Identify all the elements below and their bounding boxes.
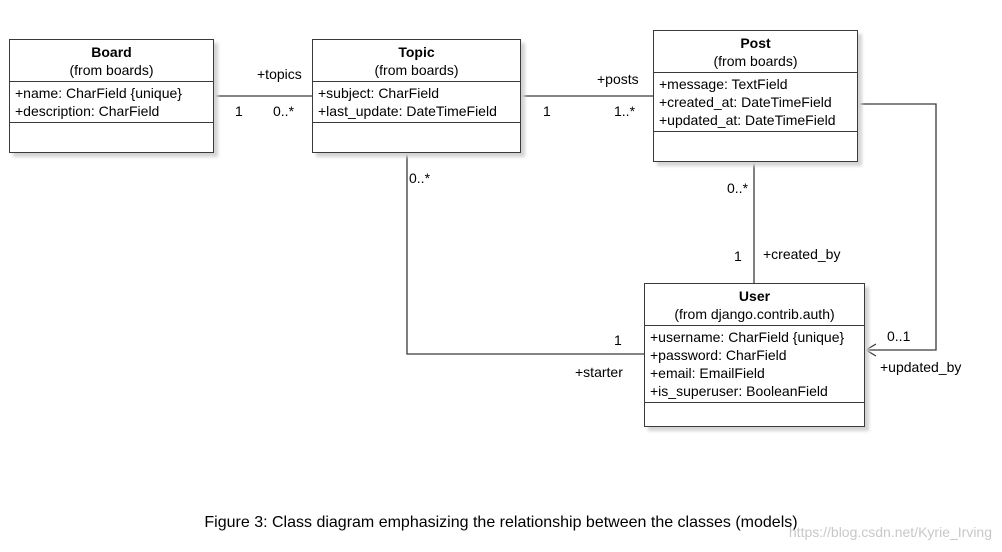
class-user-header: User (from django.contrib.auth) [645, 284, 864, 326]
attribute: +subject: CharField [318, 85, 440, 101]
watermark: https://blog.csdn.net/Kyrie_Irving [788, 524, 992, 540]
class-board-package: (from boards) [69, 62, 154, 78]
figure-caption: Figure 3: Class diagram emphasizing the … [204, 514, 798, 531]
role-created-by: +created_by [763, 246, 841, 262]
arrowhead-updated-by [864, 343, 877, 357]
class-post-package: (from boards) [713, 53, 798, 69]
mult-topic-user-source: 0..* [409, 170, 431, 186]
class-board: Board (from boards) +name: CharField {un… [9, 39, 214, 153]
mult-post-user-source: 0..* [727, 180, 749, 196]
class-user: User (from django.contrib.auth) +usernam… [644, 283, 865, 427]
mult-board-topic-source: 1 [235, 103, 243, 119]
class-post-name: Post [740, 35, 771, 51]
mult-post-user-target: 1 [734, 248, 742, 264]
role-posts: +posts [597, 71, 639, 87]
class-user-name: User [738, 288, 771, 304]
attribute: +is_superuser: BooleanField [650, 383, 828, 399]
attribute: +updated_at: DateTimeField [659, 112, 836, 128]
role-starter: +starter [575, 364, 623, 380]
connector-post-user-updated [858, 103, 937, 351]
role-updated-by: +updated_by [880, 359, 962, 375]
class-post-attributes: +message: TextField +created_at: DateTim… [654, 73, 857, 132]
attribute: +description: CharField [15, 103, 160, 119]
class-post: Post (from boards) +message: TextField +… [653, 30, 858, 162]
class-topic-package: (from boards) [374, 62, 459, 78]
class-board-header: Board (from boards) [10, 40, 213, 82]
class-topic-attributes: +subject: CharField +last_update: DateTi… [313, 82, 520, 123]
class-board-name: Board [91, 44, 132, 60]
mult-updated-by-target: 0..1 [887, 328, 911, 344]
attribute: +username: CharField {unique} [650, 329, 845, 345]
attribute: +last_update: DateTimeField [318, 103, 497, 119]
role-topics: +topics [257, 66, 302, 82]
mult-topic-user-target: 1 [614, 332, 622, 348]
mult-topic-post-target: 1..* [614, 103, 636, 119]
attribute: +password: CharField [650, 347, 787, 363]
attribute: +name: CharField {unique} [15, 85, 182, 101]
class-user-package: (from django.contrib.auth) [674, 306, 835, 322]
attribute: +created_at: DateTimeField [659, 94, 832, 110]
attribute: +email: EmailField [650, 365, 765, 381]
class-topic-header: Topic (from boards) [313, 40, 520, 82]
class-board-attributes: +name: CharField {unique} +description: … [10, 82, 213, 123]
class-post-header: Post (from boards) [654, 31, 857, 73]
class-user-attributes: +username: CharField {unique} +password:… [645, 326, 864, 403]
class-topic-name: Topic [398, 44, 435, 60]
connector-topic-user-starter [406, 153, 644, 355]
mult-board-topic-target: 0..* [273, 103, 295, 119]
class-topic: Topic (from boards) +subject: CharField … [312, 39, 521, 153]
attribute: +message: TextField [659, 76, 788, 92]
mult-topic-post-source: 1 [543, 103, 551, 119]
